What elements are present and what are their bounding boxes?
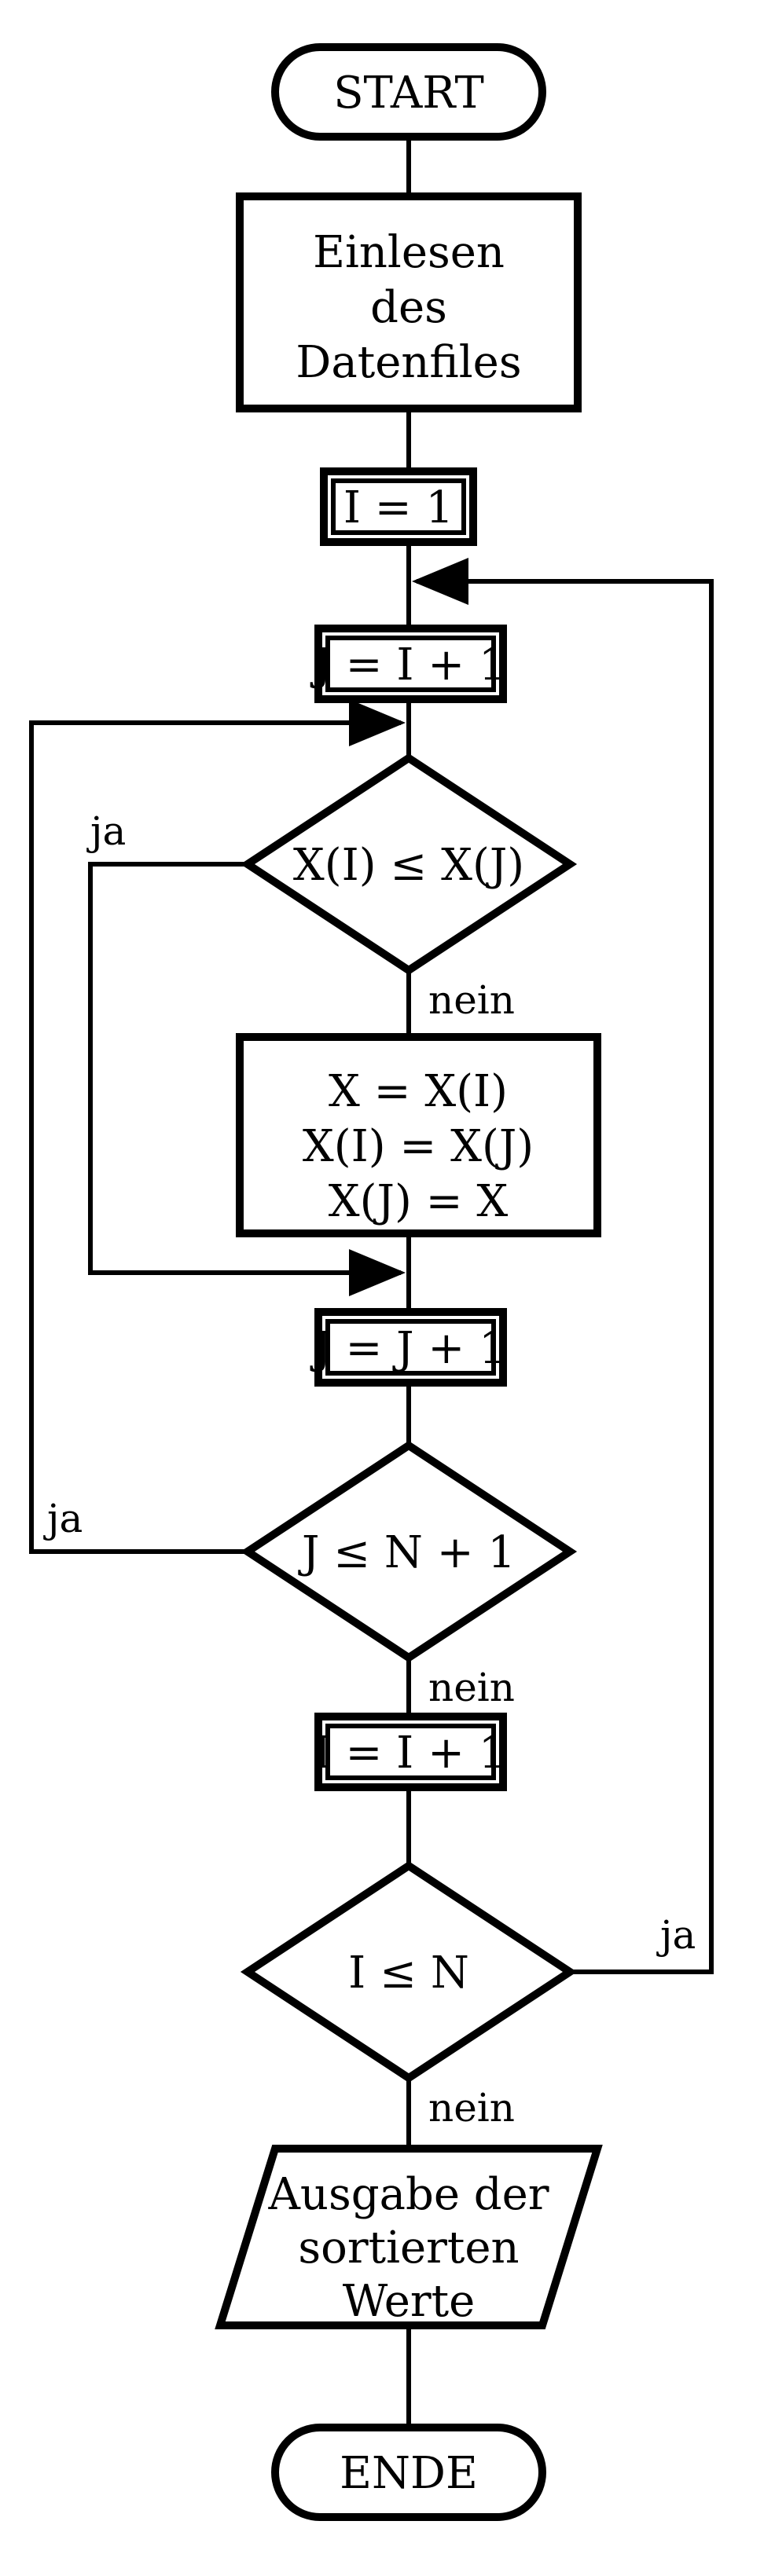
init-j-label: J = I + 1 (310, 639, 506, 691)
swap-label-line2: X(I) = X(J) (303, 1121, 534, 1172)
output-label-line1: Ausgabe der (267, 2169, 549, 2220)
swap-label-line1: X = X(I) (329, 1066, 508, 1117)
decision-compare (240, 753, 578, 975)
read-process (236, 192, 582, 412)
decision-i-bound-no: nein (428, 2085, 515, 2131)
inc-j-label: J = J + 1 (310, 1323, 507, 1374)
init-i-label: I = 1 (343, 482, 454, 533)
decision-i-bound-yes: ja (656, 1912, 696, 1958)
init-j-inner (325, 636, 496, 692)
decision-compare-label: X(I) ≤ X(J) (293, 840, 524, 891)
loop-cond3-yes (412, 558, 714, 1974)
decision-i-bound-label: I ≤ N (348, 1948, 469, 1999)
init-i-inner (331, 478, 466, 535)
swap-process (236, 1033, 601, 1237)
decision-j-bound-label: J ≤ N + 1 (298, 1527, 516, 1578)
output-label-line3: Werte (343, 2276, 476, 2327)
inc-i-label: I = I + 1 (314, 1728, 507, 1779)
end-terminal (271, 2424, 546, 2521)
read-label-line2: des (370, 282, 447, 333)
decision-compare-no: nein (428, 977, 515, 1023)
decision-i-bound (240, 1861, 578, 2083)
start-terminal (271, 43, 546, 141)
read-label-line1: Einlesen (313, 227, 505, 278)
loop-cond2-yes (29, 699, 406, 1554)
decision-j-bound-yes: ja (43, 1496, 83, 1541)
read-label-line3: Datenfiles (296, 337, 521, 388)
end-label: ENDE (340, 2448, 478, 2499)
swap-label-line3: X(J) = X (329, 1176, 509, 1227)
decision-j-bound (240, 1441, 578, 1662)
output-label-line2: sortierten (298, 2222, 519, 2274)
inc-i-inner (325, 1724, 496, 1780)
decision-compare-yes: ja (86, 808, 126, 854)
decision-j-bound-no: nein (428, 1665, 515, 1710)
inc-j-inner (325, 1319, 496, 1376)
start-label: START (333, 68, 484, 119)
output-io (215, 2145, 603, 2329)
loop-cond1-yes (88, 862, 406, 1296)
